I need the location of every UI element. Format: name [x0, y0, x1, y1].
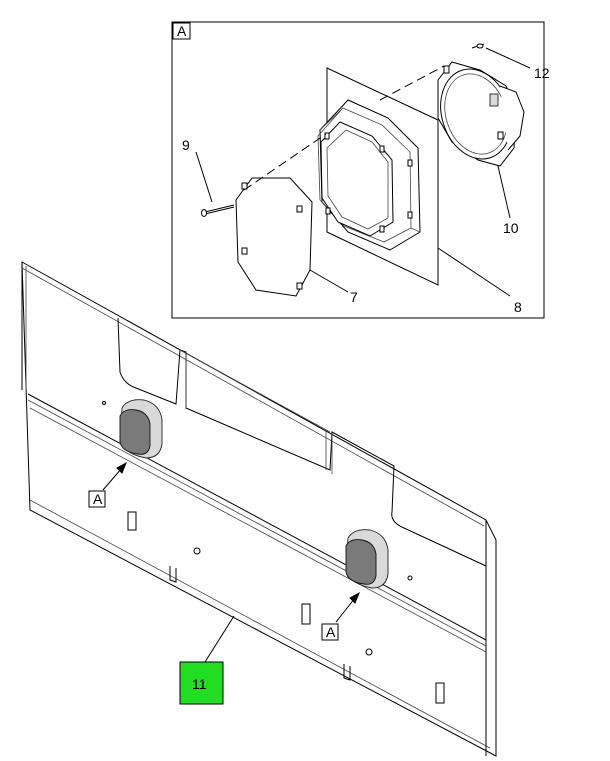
detail-frame — [171, 21, 545, 319]
view-ref-right-label: A — [326, 624, 336, 640]
screw-9[interactable] — [201, 204, 235, 217]
mounted-speaker-left[interactable] — [119, 399, 163, 459]
callout-7: 7 — [350, 289, 358, 305]
detail-view-a: A — [171, 21, 550, 319]
mounted-speaker-right[interactable] — [345, 529, 389, 589]
leader-10 — [497, 165, 511, 219]
callout-12: 12 — [534, 65, 550, 81]
view-ref-right: A — [321, 591, 360, 641]
panel-outline — [21, 261, 497, 757]
leader-12 — [485, 47, 531, 69]
speaker[interactable] — [429, 60, 525, 169]
cover-plate[interactable] — [235, 177, 313, 297]
mounting-plate[interactable] — [317, 67, 439, 286]
callout-11-highlight[interactable]: 11 — [179, 661, 224, 705]
callout-9: 9 — [182, 137, 190, 153]
detail-tag-box — [172, 22, 191, 40]
callout-8: 8 — [514, 299, 522, 315]
leader-7 — [309, 269, 349, 293]
callout-11-box — [179, 661, 224, 705]
leader-11 — [204, 615, 235, 663]
leader-8 — [437, 247, 511, 297]
leader-9 — [195, 151, 213, 203]
back-panel[interactable] — [21, 261, 497, 757]
screw-12[interactable] — [471, 43, 485, 49]
callout-10: 10 — [503, 220, 519, 236]
view-ref-left: A — [88, 461, 127, 508]
callout-11: 11 — [192, 676, 207, 692]
assembly-axis-line — [243, 65, 445, 191]
detail-tag-label: A — [177, 23, 187, 39]
view-ref-left-label: A — [93, 491, 103, 507]
